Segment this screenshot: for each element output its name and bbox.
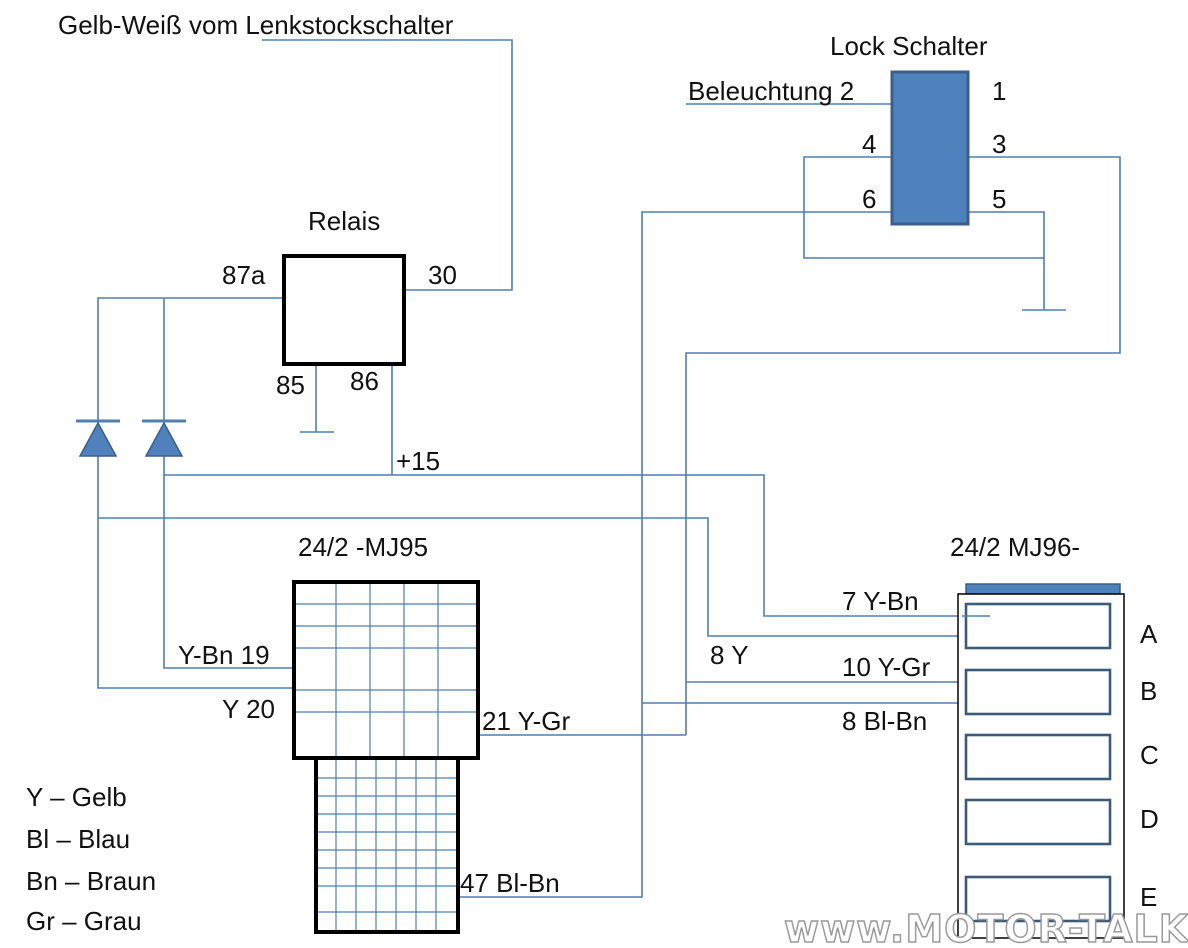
label-gelb-weiss: Gelb-Weiß vom Lenkstockschalter: [58, 10, 454, 40]
label-pin-1: 1: [992, 76, 1006, 106]
label-mj96: 24/2 MJ96-: [950, 532, 1080, 562]
label-blbn47: 47 Bl-Bn: [460, 868, 560, 898]
label-relais: Relais: [308, 206, 380, 236]
connector-mj96: [957, 583, 1125, 939]
label-pin-4: 4: [862, 129, 876, 159]
connector-mj95: [292, 580, 480, 934]
mj96-slot-c: [964, 733, 1112, 781]
wire-lock-6: [350, 211, 892, 898]
wire-87a-diodes: [97, 297, 284, 420]
mj95-upper-block: [292, 580, 480, 760]
label-slot-c: C: [1140, 740, 1159, 770]
wire-7ybn: [164, 474, 962, 617]
mj96-slot-e: [964, 875, 1112, 923]
label-plus15: +15: [396, 446, 440, 476]
diode-2: [142, 419, 186, 457]
label-blbn8: 8 Bl-Bn: [842, 706, 927, 736]
wire-8y: [98, 517, 990, 637]
mj96-slot-b: [964, 668, 1112, 716]
label-relais-85: 85: [276, 370, 305, 400]
label-beleuchtung: Beleuchtung 2: [688, 76, 854, 106]
label-relais-86: 86: [350, 366, 379, 396]
label-ybn19: Y-Bn 19: [178, 640, 270, 670]
mj96-slot-a: [964, 602, 1112, 650]
mj96-slot-d: [964, 798, 1112, 846]
wire-lock-3: [685, 156, 1121, 735]
label-y20: Y 20: [222, 694, 275, 724]
legend: Y – Gelb Bl – Blau Bn – Braun Gr – Grau: [26, 782, 156, 936]
wire-lock-5-ground: [968, 211, 1045, 310]
lock-switch: [890, 70, 970, 226]
watermark: www.MOTOR-TALK.de: [784, 907, 1188, 948]
label-slot-a: A: [1140, 619, 1158, 649]
legend-item: Gr – Grau: [26, 906, 142, 936]
label-pin-6: 6: [862, 184, 876, 214]
label-slot-b: B: [1140, 676, 1157, 706]
label-relais-30: 30: [428, 260, 457, 290]
label-lock-schalter: Lock Schalter: [830, 31, 988, 61]
label-pin-5: 5: [992, 184, 1006, 214]
labels: Gelb-Weiß vom Lenkstockschalter Lock Sch…: [58, 10, 1159, 912]
mj96-top-bar: [965, 583, 1121, 595]
wire-lock-4-ground: [803, 156, 1044, 259]
label-pin-3: 3: [992, 129, 1006, 159]
mj95-lower-grid: [318, 760, 456, 930]
label-ygr10: 10 Y-Gr: [842, 652, 931, 682]
label-ybn7: 7 Y-Bn: [842, 586, 919, 616]
label-ygr21: 21 Y-Gr: [482, 706, 571, 736]
mj95-lower-block: [314, 756, 460, 934]
label-slot-d: D: [1140, 804, 1159, 834]
wire-gelb-weiss-to-30: [262, 39, 513, 291]
label-y8: 8 Y: [710, 640, 749, 670]
mj95-upper-grid: [296, 584, 476, 756]
label-relais-87a: 87a: [222, 260, 266, 290]
legend-item: Bn – Braun: [26, 866, 156, 896]
label-mj95: 24/2 -MJ95: [298, 532, 428, 562]
relais-box: [282, 254, 406, 366]
wire-diode2-ybn19: [163, 456, 294, 669]
legend-item: Bl – Blau: [26, 824, 130, 854]
legend-item: Y – Gelb: [26, 782, 127, 812]
diode-1: [76, 419, 120, 457]
label-slot-e: E: [1140, 882, 1157, 912]
